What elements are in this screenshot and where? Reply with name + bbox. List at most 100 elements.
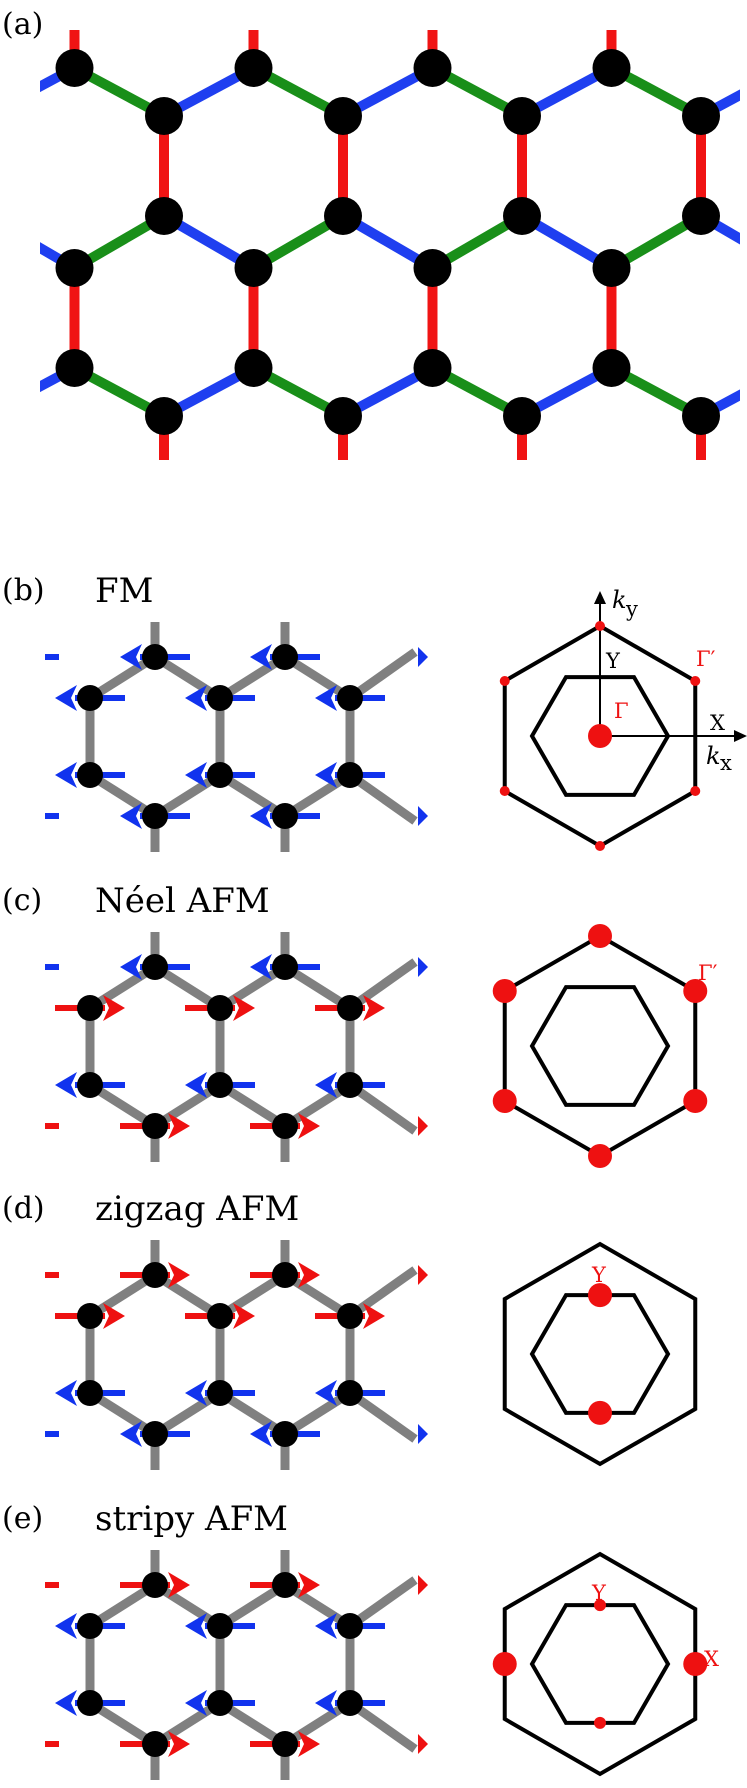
panel-a: (a) xyxy=(0,7,740,460)
spin-right-head xyxy=(233,995,255,1021)
lattice-site xyxy=(272,644,298,670)
spin-fragment xyxy=(45,1272,59,1278)
inner-brillouin-zone xyxy=(529,985,671,1107)
spin-fragment xyxy=(45,1431,59,1437)
lattice-site xyxy=(207,762,233,788)
lattice-site xyxy=(77,685,103,711)
x-point xyxy=(492,1652,517,1676)
lattice-site xyxy=(55,349,94,387)
spin-right-head xyxy=(298,1731,320,1757)
lattice-site xyxy=(503,197,541,235)
lattice-site xyxy=(77,1613,103,1639)
edge-mask xyxy=(430,1228,460,1468)
spin-left-head xyxy=(55,762,77,788)
gamma-prime-point xyxy=(588,1144,612,1168)
panel-d-title: zigzag AFM xyxy=(95,1189,299,1229)
ky-label: k xyxy=(612,586,627,614)
sites xyxy=(77,1572,363,1757)
spin-left-head xyxy=(315,685,337,711)
spin-right-head xyxy=(363,995,385,1021)
zigzag-spin-lattice xyxy=(0,1228,460,1470)
lattice-site xyxy=(337,1613,363,1639)
gamma-point xyxy=(588,724,612,748)
lattice-site xyxy=(337,1303,363,1329)
inner-brillouin-zone xyxy=(529,675,671,797)
lattice-site xyxy=(145,97,183,135)
lattice-site xyxy=(142,644,168,670)
panel-e-letter: (e) xyxy=(2,1501,43,1536)
lattice-site xyxy=(324,397,362,435)
spin-left-head xyxy=(185,685,207,711)
lattice-site xyxy=(207,1380,233,1406)
spin-right-head xyxy=(298,1572,320,1598)
spin-right-head xyxy=(298,1262,320,1288)
spin-left-head xyxy=(185,1380,207,1406)
lattice-site xyxy=(142,1572,168,1598)
lattice-site xyxy=(413,249,452,287)
kitaev-honeycomb-lattice xyxy=(0,30,740,460)
spin-right-head xyxy=(168,1113,190,1139)
spin-fragment xyxy=(418,806,428,826)
gamma-prime-point xyxy=(588,924,612,948)
sites xyxy=(0,49,720,435)
edge-mask xyxy=(430,610,460,850)
spin-left-head xyxy=(315,1613,337,1639)
stripy-spin-lattice xyxy=(0,1538,460,1780)
spin-left-head xyxy=(315,762,337,788)
lattice-site xyxy=(592,249,631,287)
x-point-label: X xyxy=(704,1647,719,1671)
edge-mask xyxy=(0,1538,45,1778)
lattice-site xyxy=(207,1690,233,1716)
spin-fragment xyxy=(418,957,428,977)
edge-mask xyxy=(0,610,45,850)
panel-c-letter: (c) xyxy=(2,883,42,918)
spin-fragment xyxy=(418,1575,428,1595)
lattice-site xyxy=(324,197,362,235)
neel-brillouin-zone: Γ′ xyxy=(492,924,718,1168)
spin-left-head xyxy=(185,762,207,788)
spin-left-head xyxy=(55,1380,77,1406)
spins xyxy=(45,954,428,1139)
inner-brillouin-zone xyxy=(529,1293,671,1415)
spins xyxy=(45,644,428,829)
lattice-site xyxy=(413,349,452,387)
lattice-site xyxy=(272,954,298,980)
bond xyxy=(347,1081,418,1135)
lattice-site xyxy=(234,49,273,87)
lattice-site xyxy=(142,954,168,980)
fm-spin-lattice xyxy=(0,610,460,852)
y-point-label: Y xyxy=(605,649,621,673)
ky-arrowhead xyxy=(594,591,606,604)
gamma-label: Γ xyxy=(614,699,629,723)
spins xyxy=(45,1572,428,1757)
edge-mask xyxy=(430,920,460,1160)
gamma-prime-point xyxy=(683,979,708,1003)
panel-a-letter: (a) xyxy=(2,7,43,42)
lattice-site xyxy=(77,1380,103,1406)
lattice-site xyxy=(592,49,631,87)
spin-right-head xyxy=(233,1303,255,1329)
gamma-prime-point xyxy=(595,621,605,631)
lattice-site xyxy=(234,249,273,287)
panel-d-letter: (d) xyxy=(2,1191,45,1226)
lattice-site xyxy=(207,1613,233,1639)
spin-fragment xyxy=(45,813,59,819)
lattice-site xyxy=(0,197,4,235)
spin-fragment xyxy=(45,1582,59,1588)
spin-left-head xyxy=(120,644,142,670)
lattice-site xyxy=(142,803,168,829)
spin-right-head xyxy=(168,1262,190,1288)
lattice-site xyxy=(337,995,363,1021)
spin-right-head xyxy=(363,1303,385,1329)
spin-fragment xyxy=(45,1741,59,1747)
sites xyxy=(77,1262,363,1447)
kx-arrowhead xyxy=(734,730,747,742)
lattice-site xyxy=(272,1113,298,1139)
lattice-site xyxy=(682,397,720,435)
spin-left-head xyxy=(250,644,272,670)
lattice-site xyxy=(272,803,298,829)
spin-left-head xyxy=(55,1072,77,1098)
bond xyxy=(347,1699,418,1753)
spin-left-head xyxy=(185,1613,207,1639)
